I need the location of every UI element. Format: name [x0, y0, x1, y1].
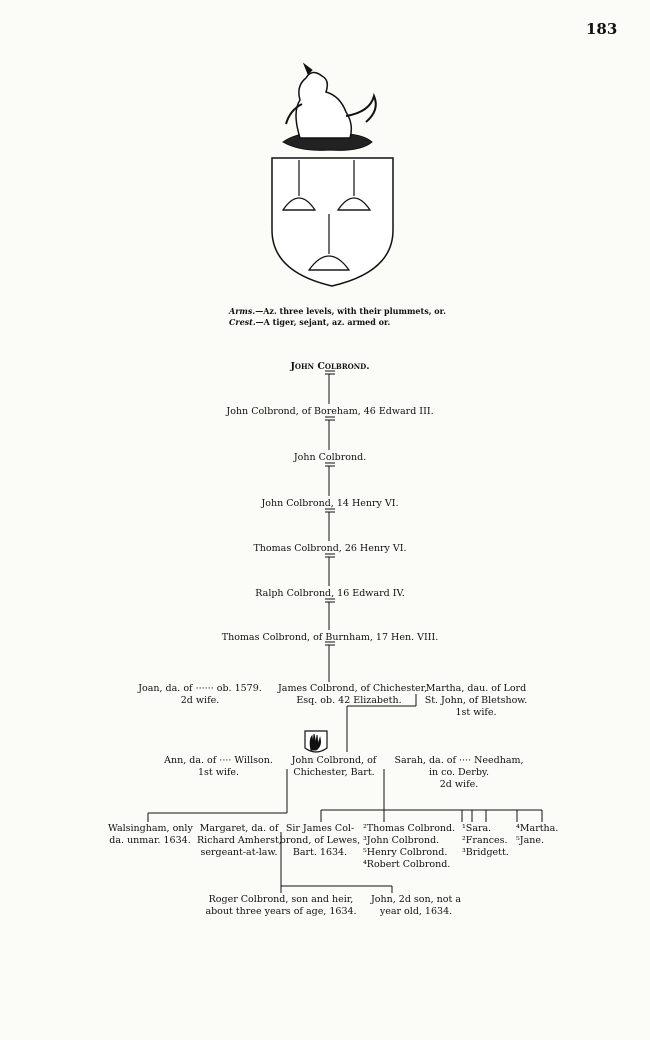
- ann-entry: Ann, da. of ···· Willson.1st wife.: [164, 755, 273, 778]
- roger-entry: Roger Colbrond, son and heir,about three…: [205, 894, 357, 917]
- daughters-list-a: ¹Sara.²Frances.³Bridgett.: [462, 823, 509, 858]
- crest-tiger-icon: [282, 62, 377, 151]
- baronet-hand-icon: [304, 730, 328, 753]
- sarah-entry: Sarah, da. of ···· Needham,in co. Derby.…: [394, 755, 524, 790]
- lineage-entry: John Colbrond, 14 Henry VI.: [261, 498, 399, 509]
- arms-caption: Arms.—Az. three levels, with their plumm…: [229, 306, 446, 327]
- daughters-list-b: ⁴Martha.⁵Jane.: [516, 823, 559, 846]
- lineage-entry: Thomas Colbrond, of Burnham, 17 Hen. VII…: [221, 632, 439, 643]
- james-entry: James Colbrond, of Chichester,Esq. ob. 4…: [278, 683, 428, 706]
- lineage-entry: Ralph Colbrond, 16 Edward IV.: [255, 588, 405, 599]
- lineage-entry: John Colbrond.: [290, 361, 370, 372]
- sir-james-entry: Sir James Col-brond, of Lewes,Bart. 1634…: [279, 823, 361, 858]
- page-number: 183: [586, 20, 618, 38]
- shield-icon: [271, 157, 394, 287]
- joan-entry: Joan, da. of ······ ob. 1579.2d wife.: [138, 683, 262, 706]
- lineage-entry: John Colbrond.: [293, 452, 367, 463]
- sons-list: ²Thomas Colbrond.³John Colbrond.⁵Henry C…: [363, 823, 456, 870]
- lineage-entry: Thomas Colbrond, 26 Henry VI.: [253, 543, 407, 554]
- lineage-entry: John Colbrond, of Boreham, 46 Edward III…: [226, 406, 434, 417]
